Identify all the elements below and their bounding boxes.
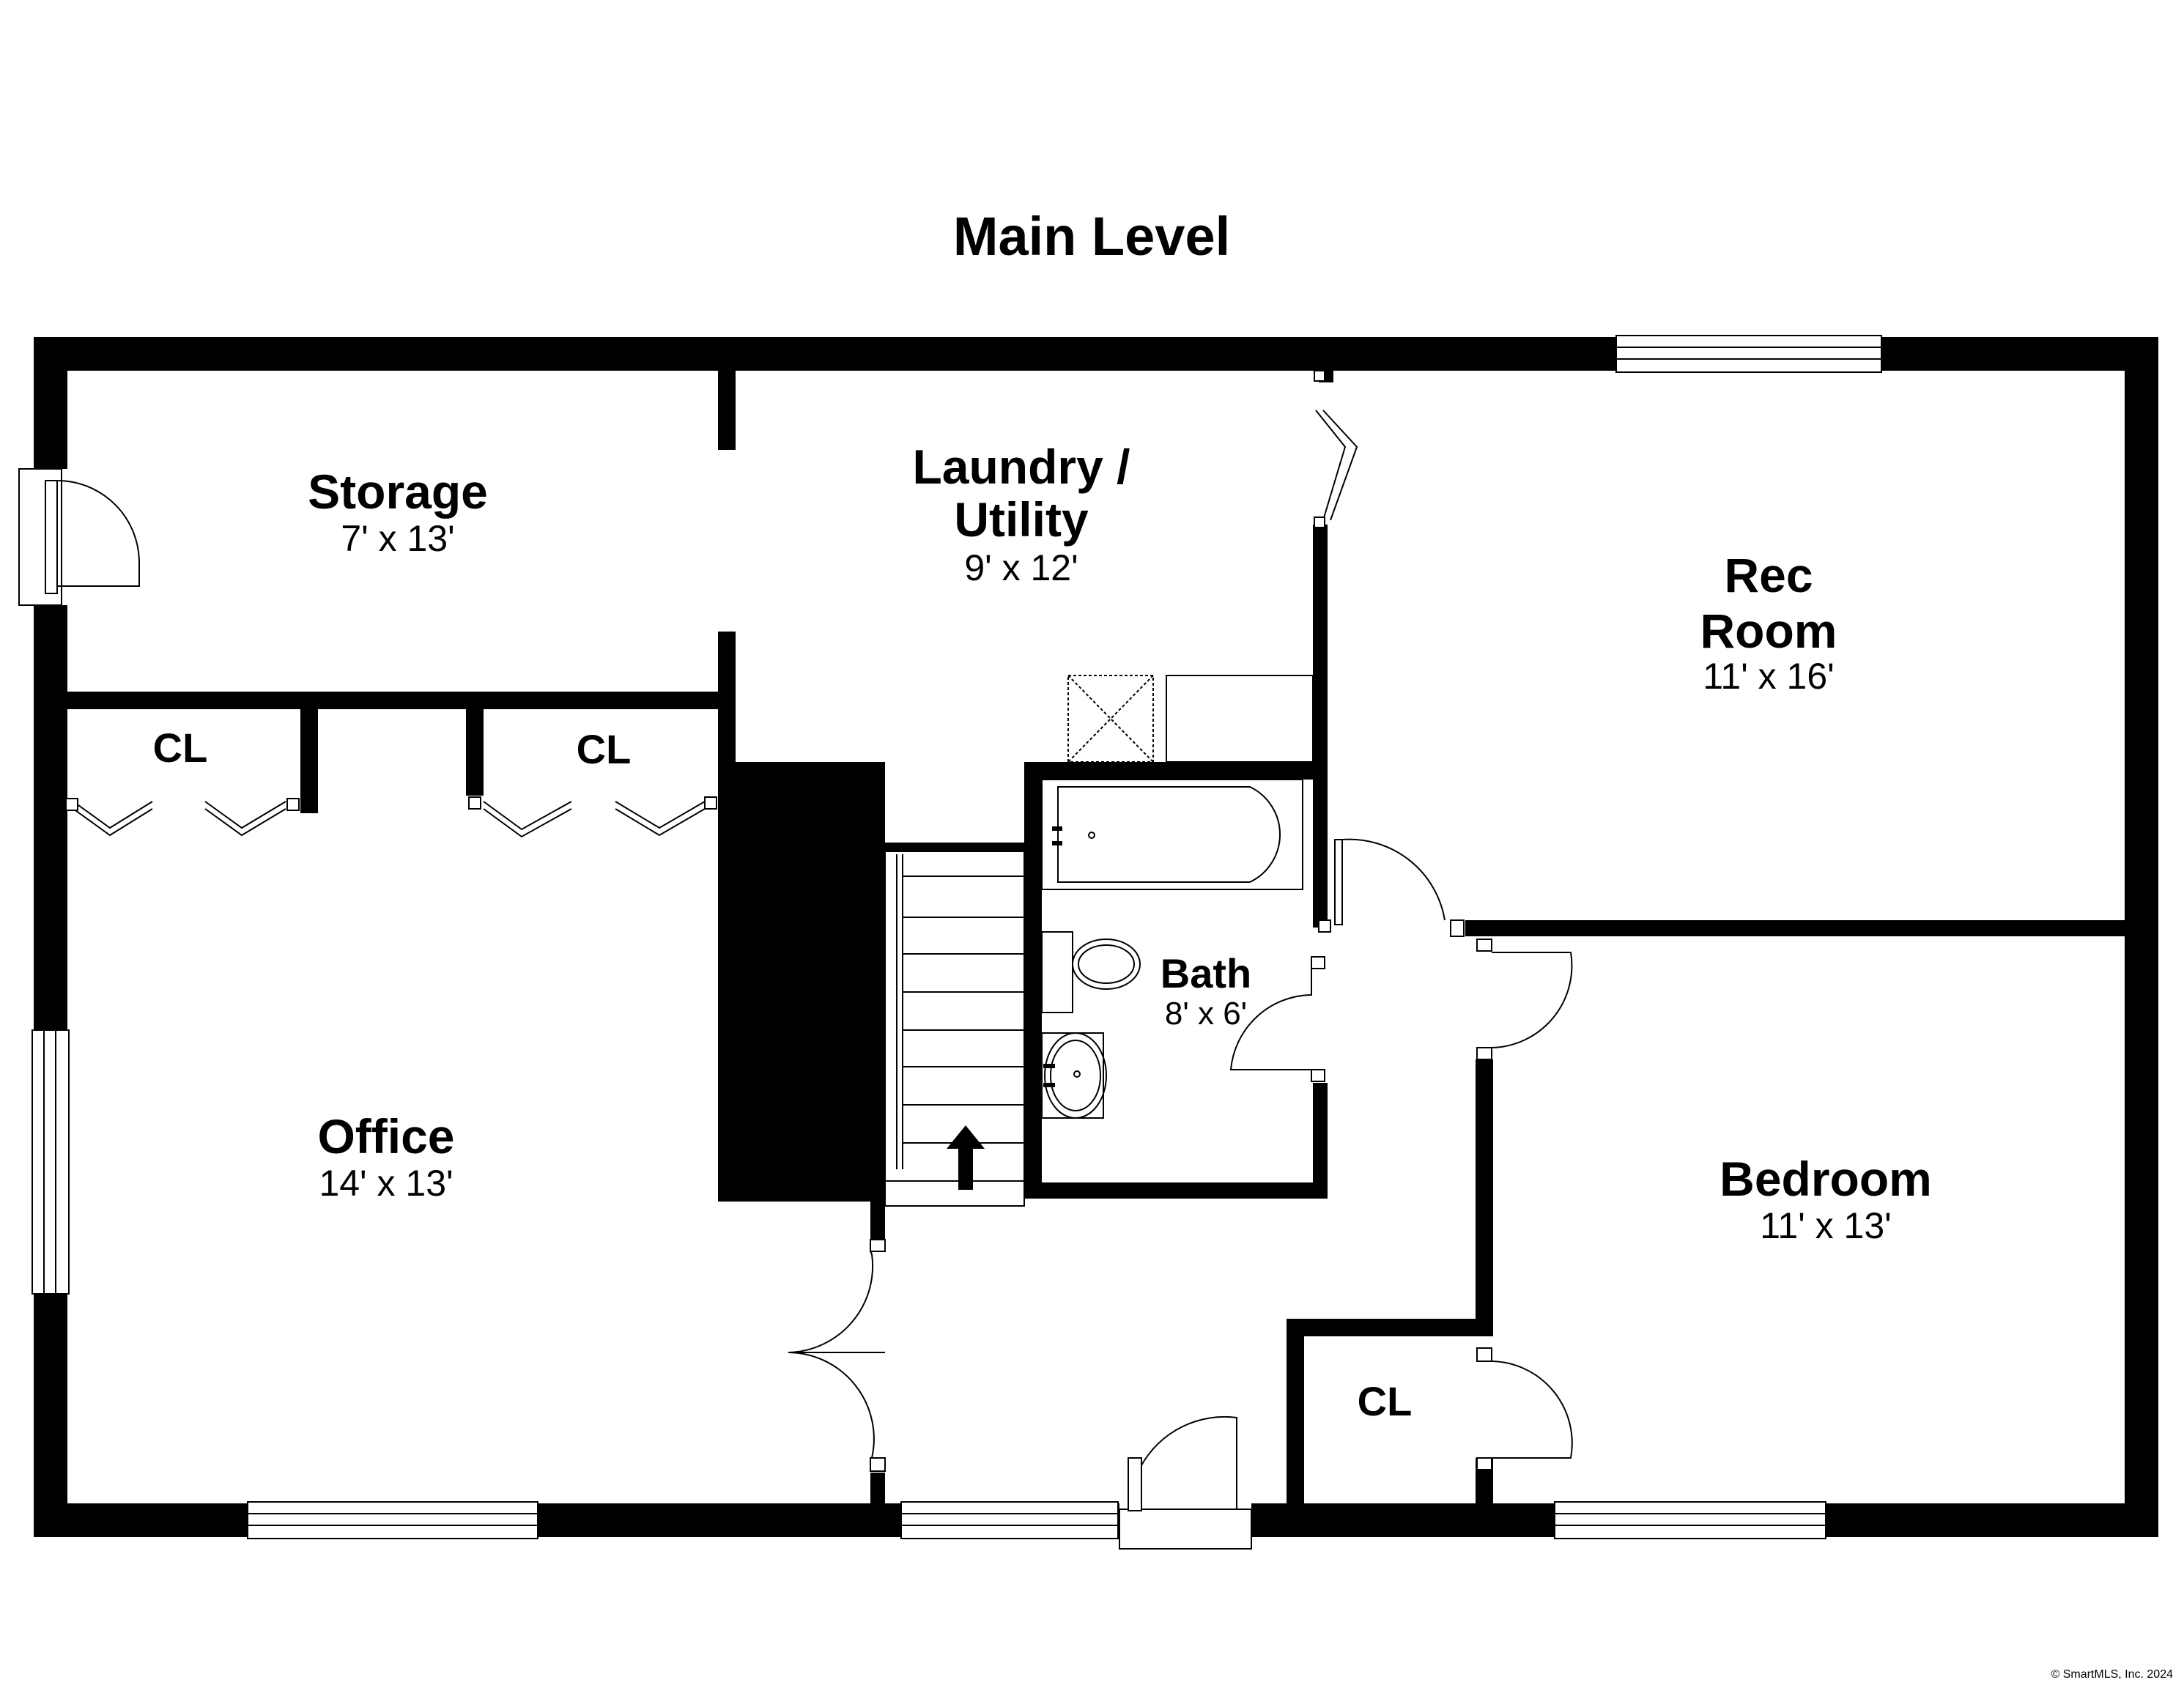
bedroom-size: 11' x 13': [1760, 1205, 1891, 1246]
laundry-size: 9' x 12': [964, 547, 1078, 588]
closet-left-label: CL: [153, 725, 208, 771]
closet-bedroom-name: CL: [1358, 1378, 1413, 1424]
closet-mid-name: CL: [577, 726, 632, 772]
staircase: [884, 851, 1025, 1207]
copyright-text: © SmartMLS, Inc. 2024: [2051, 1668, 2173, 1681]
bath-size: 8' x 6': [1165, 996, 1247, 1032]
closet-bifold-doors-mid: [468, 796, 717, 838]
bedroom-closet-door: [1476, 1347, 1573, 1470]
sink-icon: [1041, 1032, 1107, 1119]
rec-room-name-line1: Rec: [1724, 548, 1813, 602]
bath-door: [1229, 919, 1331, 1082]
storage-label: Storage 7' x 13': [308, 464, 488, 559]
bedroom-name: Bedroom: [1720, 1152, 1932, 1206]
window-bottom-bedroom: [1554, 1501, 1826, 1539]
laundry-bifold-door: [1314, 370, 1358, 528]
storage-exterior-door: [18, 468, 140, 606]
office-size: 14' x 13': [319, 1163, 453, 1204]
closet-mid-label: CL: [577, 726, 632, 772]
closet-left-name: CL: [153, 725, 208, 771]
bath-label: Bath 8' x 6': [1161, 950, 1251, 1032]
closet-bifold-doors-left: [65, 798, 300, 837]
plan-title: Main Level: [953, 206, 1230, 267]
stair-up-arrow-icon: [947, 1125, 985, 1190]
laundry-name-line2: Utility: [954, 492, 1089, 547]
washer-dryer: [1067, 675, 1314, 763]
front-entry-door: [1119, 1415, 1252, 1550]
bedroom-door: [1476, 939, 1573, 1060]
rec-room-size: 11' x 16': [1703, 656, 1834, 697]
rec-room-label: Rec Room 11' x 16': [1700, 548, 1837, 697]
office-label: Office 14' x 13': [317, 1109, 454, 1204]
laundry-label: Laundry / Utility 9' x 12': [912, 440, 1130, 588]
bath-name: Bath: [1161, 950, 1251, 996]
bedroom-label: Bedroom 11' x 13': [1720, 1152, 1932, 1246]
bathtub-icon: [1041, 779, 1303, 890]
rec-room-door: [1334, 838, 1465, 937]
office-name: Office: [317, 1109, 454, 1163]
laundry-name-line1: Laundry /: [912, 440, 1130, 494]
window-top-rec-room: [1615, 335, 1882, 373]
storage-size: 7' x 13': [341, 518, 454, 559]
window-bottom-office: [247, 1501, 538, 1539]
toilet-icon: [1041, 931, 1141, 1013]
window-left-office: [32, 1029, 70, 1295]
rec-room-name-line2: Room: [1700, 604, 1837, 658]
storage-name: Storage: [308, 464, 488, 519]
window-bottom-hall: [900, 1501, 1119, 1539]
closet-bedroom-label: CL: [1358, 1378, 1413, 1424]
office-double-doors: [788, 1239, 886, 1472]
